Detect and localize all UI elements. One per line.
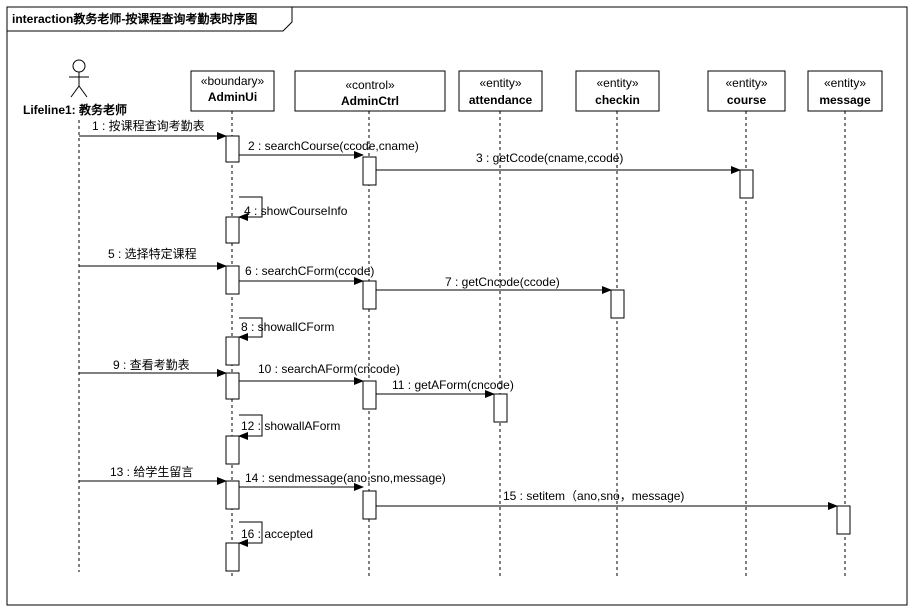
message-arrow-8[interactable] bbox=[238, 317, 263, 341]
lifeline-name: AdminUi bbox=[208, 90, 257, 104]
message-arrow-12[interactable] bbox=[238, 414, 263, 440]
actor-label: Lifeline1: 教务老师 bbox=[23, 102, 127, 117]
lifeline-stereotype: «entity» bbox=[725, 76, 767, 90]
lifeline-stereotype: «entity» bbox=[824, 76, 866, 90]
activation-bar bbox=[362, 280, 377, 310]
lifeline-name: attendance bbox=[469, 93, 533, 107]
frame-title-tab bbox=[6, 6, 293, 32]
lifeline-attendance[interactable]: «entity» attendance bbox=[458, 70, 543, 112]
message-label-4: 4 : showCourseInfo bbox=[244, 204, 348, 218]
message-label-12: 12 : showallAForm bbox=[241, 419, 340, 433]
lifeline-stereotype: «entity» bbox=[596, 76, 638, 90]
lifeline-message[interactable]: «entity» message bbox=[807, 70, 883, 112]
message-arrow-4[interactable] bbox=[238, 196, 263, 221]
activation-bar bbox=[362, 380, 377, 410]
actor-head bbox=[72, 59, 86, 73]
activation-bar bbox=[225, 265, 240, 295]
lifeline-adminctrl[interactable]: «control» AdminCtrl bbox=[294, 70, 446, 112]
lifeline-stereotype: «entity» bbox=[479, 76, 521, 90]
activation-bar bbox=[836, 505, 851, 535]
activation-bar bbox=[225, 542, 240, 572]
message-label-11: 11 : getAForm(cncode) bbox=[392, 378, 514, 392]
message-label-1: 1 : 按课程查询考勤表 bbox=[92, 118, 205, 133]
activation-bar bbox=[739, 169, 754, 199]
activation-bar bbox=[225, 336, 240, 366]
message-label-3: 3 : getCcode(cname,ccode) bbox=[476, 151, 623, 165]
lifeline-name: message bbox=[819, 93, 871, 107]
lifeline-checkin[interactable]: «entity» checkin bbox=[575, 70, 660, 112]
lifeline-stereotype: «control» bbox=[345, 78, 395, 92]
lifeline-adminui[interactable]: «boundary» AdminUi bbox=[190, 70, 275, 112]
message-label-9: 9 : 查看考勤表 bbox=[113, 358, 190, 372]
activation-bar bbox=[225, 216, 240, 244]
message-label-7: 7 : getCncode(ccode) bbox=[445, 275, 560, 289]
message-label-16: 16 : accepted bbox=[241, 527, 313, 541]
message-label-10: 10 : searchAForm(cncode) bbox=[258, 362, 400, 376]
message-label-15: 15 : setitem（ano,sno，message) bbox=[503, 489, 684, 503]
lifeline-course[interactable]: «entity» course bbox=[707, 70, 786, 112]
activation-bar bbox=[362, 156, 377, 186]
activation-bar bbox=[225, 435, 240, 465]
message-label-2: 2 : searchCourse(ccode,cname) bbox=[248, 139, 419, 153]
message-arrow-16[interactable] bbox=[238, 521, 263, 547]
activation-bar bbox=[225, 480, 240, 510]
lifeline-stereotype: «boundary» bbox=[201, 74, 265, 88]
actor-lifeline1[interactable]: Lifeline1: 教务老师 bbox=[23, 59, 127, 117]
message-label-14: 14 : sendmessage(ano,sno,message) bbox=[245, 471, 446, 485]
lifeline-name: course bbox=[727, 93, 767, 107]
message-label-8: 8 : showallCForm bbox=[241, 320, 334, 334]
message-label-6: 6 : searchCForm(ccode) bbox=[245, 264, 374, 278]
activation-bar bbox=[225, 372, 240, 400]
activation-bar bbox=[225, 135, 240, 163]
message-label-13: 13 : 给学生留言 bbox=[110, 464, 193, 479]
lifeline-name: AdminCtrl bbox=[341, 94, 399, 108]
lifeline-name: checkin bbox=[595, 93, 640, 107]
activation-bar bbox=[493, 393, 508, 423]
frame-title: interaction教务老师-按课程查询考勤表时序图 bbox=[12, 11, 257, 26]
message-label-5: 5 : 选择特定课程 bbox=[108, 246, 197, 261]
activation-bar bbox=[610, 289, 625, 319]
activation-bar bbox=[362, 490, 377, 520]
